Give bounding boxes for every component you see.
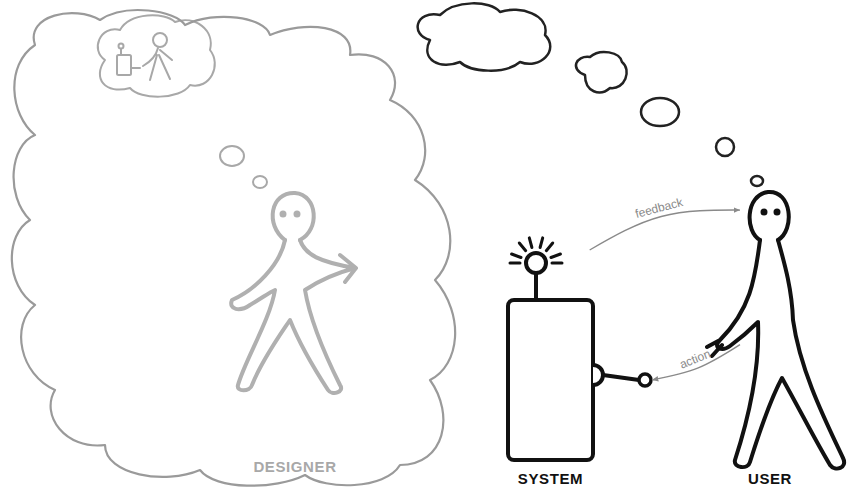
system-box-part [552,262,562,265]
user-eye [763,211,766,214]
designer-head [273,193,314,240]
node-label: DESIGNER [230,458,360,476]
user-head [750,192,789,240]
thought-bubbles [220,146,267,188]
user-body [707,240,844,469]
mini-user-body [143,48,172,80]
thought-cloud [576,52,627,92]
system-box-part [603,375,639,380]
thought-cloud-part [12,10,455,486]
system-box-part [519,243,525,251]
mini-bulb [119,44,124,49]
node-label: USER [715,470,825,488]
user-figure: USER [740,185,849,470]
system-box-part [508,300,593,460]
edge-label: feedback [634,195,685,221]
system-box-part [639,374,651,386]
thought-bubble [641,98,679,126]
thought-cloud: DESIGNER [5,5,470,490]
system-box-part [540,238,543,248]
designer-eye [296,213,299,216]
designer-body [231,240,356,393]
mini-action [131,67,140,69]
user-eye [776,211,779,214]
mini-antenna [120,49,122,55]
connector-arrow [652,345,740,380]
system-box-part [534,273,538,300]
system-box-part [526,253,546,273]
thought-bubble [751,176,763,186]
thought-bubble [220,146,244,166]
system-box-outline [500,250,652,462]
user-figure [707,192,844,469]
designer-eye [282,213,285,216]
system-box: SYSTEM [500,250,652,462]
node-label: SYSTEM [495,470,606,488]
system-box-part [510,262,520,265]
designer-figure [231,193,356,393]
thought-bubble [253,176,267,188]
thought-bubble [716,138,734,156]
system-box-part [551,254,560,258]
system-box-part [529,238,532,248]
user-thought-bubbles [418,3,763,186]
thought-cloud [418,3,551,70]
thought-cloud-outline [5,5,470,490]
connector-arrow [590,210,740,250]
mini-system [117,55,131,75]
mini-user-head [153,33,167,47]
mini-thought-cloud [98,15,215,96]
system-box-part [546,243,552,251]
system-box-part [512,254,521,258]
mini-thought-cloud [98,15,215,96]
edge-label: action [677,347,712,372]
